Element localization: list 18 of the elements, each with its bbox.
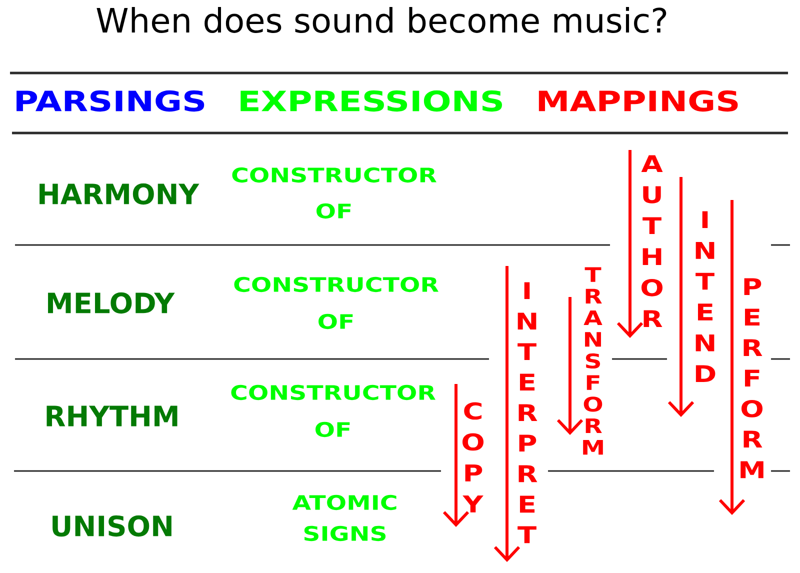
vertical-label: INTERPRET (518, 282, 538, 544)
title: When does sound become music? (96, 7, 666, 33)
row-heading: HARMONY (40, 183, 200, 205)
vertical-label: INTEND (696, 211, 716, 382)
vertical-label: PERFORM (740, 278, 764, 478)
row-heading: UNISON (52, 515, 172, 537)
vertical-label: AUTHOR (641, 155, 663, 328)
expression-text: CONSTRUCTOR OF (231, 384, 436, 438)
expression-text: ATOMIC SIGNS (292, 494, 396, 542)
column-heading: MAPPINGS (538, 90, 738, 112)
expression-text: CONSTRUCTOR OF (232, 167, 436, 219)
vertical-label: COPY (462, 402, 484, 512)
column-heading: EXPRESSIONS (240, 90, 502, 112)
expression-text: CONSTRUCTOR OF (234, 276, 438, 330)
row-heading: MELODY (48, 292, 175, 314)
row-heading: RHYTHM (46, 406, 178, 426)
column-heading: PARSINGS (16, 90, 204, 112)
vertical-label: TRANSFORM (583, 267, 603, 455)
